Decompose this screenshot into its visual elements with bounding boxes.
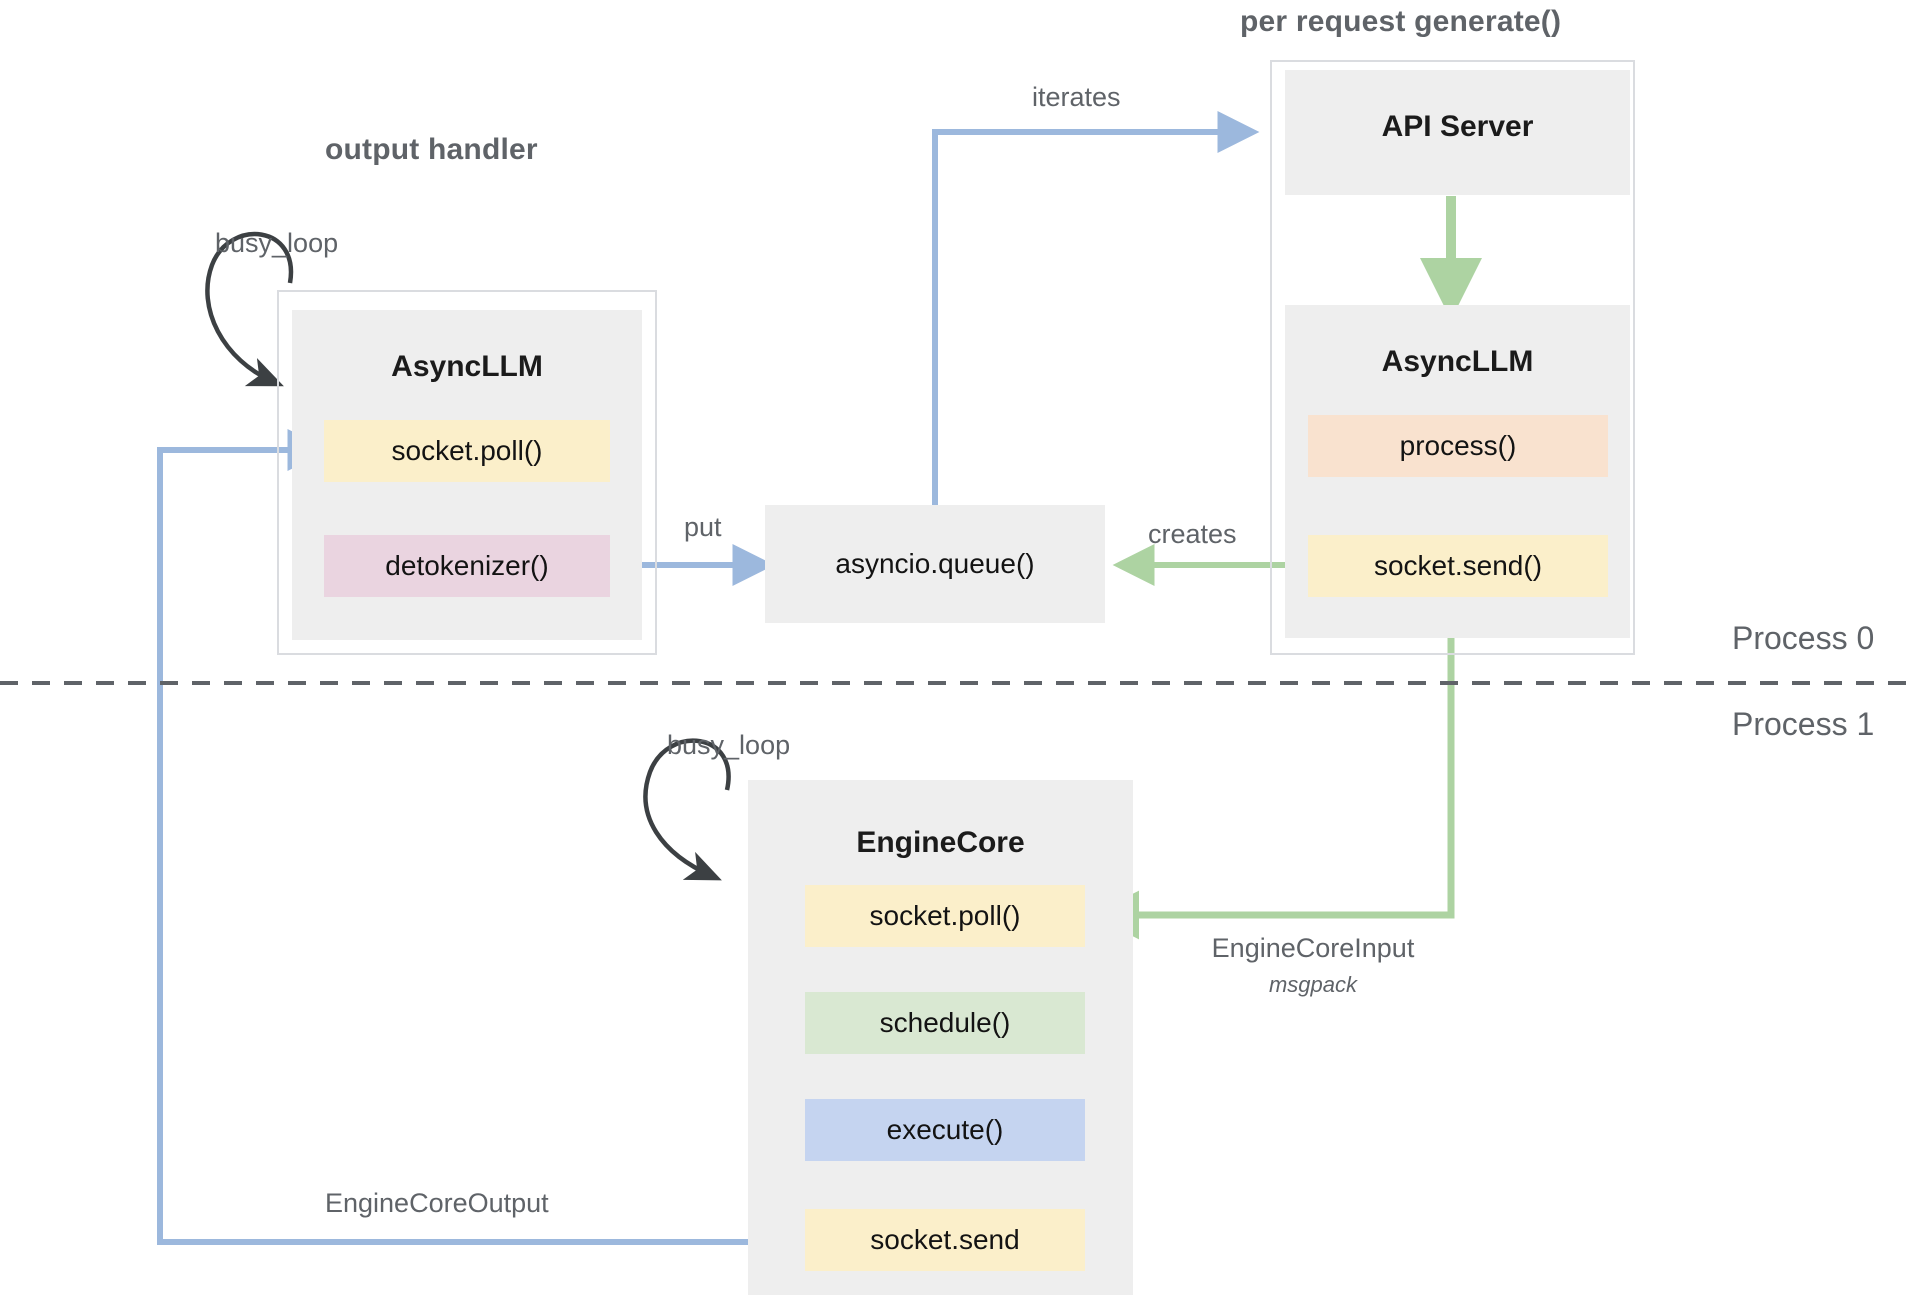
engine-core-output-label: EngineCoreOutput (325, 1188, 549, 1218)
busy-loop-label-enginecore: busy_loop (667, 730, 791, 760)
output-handler-frame (277, 290, 657, 655)
chip-socket-poll-output-handler[interactable]: socket.poll() (324, 420, 610, 482)
chip-detokenizer[interactable]: detokenizer() (324, 535, 610, 597)
chip-schedule[interactable]: schedule() (805, 992, 1085, 1054)
process-1-label: Process 1 (1732, 706, 1875, 742)
component-title-enginecore: EngineCore (856, 826, 1025, 859)
process-0-label: Process 0 (1732, 620, 1875, 656)
asyncio-queue-box[interactable]: asyncio.queue() (765, 505, 1105, 623)
chip-execute[interactable]: execute() (805, 1099, 1085, 1161)
component-title-asyncllm-right: AsyncLLM (1381, 345, 1534, 378)
put-label: put (684, 512, 722, 542)
per-request-generate-frame (1270, 60, 1635, 655)
iterates-label: iterates (1032, 82, 1121, 112)
engine-core-input-label: EngineCoreInput (1211, 933, 1415, 963)
chip-process[interactable]: process() (1308, 415, 1608, 477)
component-api-server: API Server (1285, 70, 1630, 195)
per-request-generate-title: per request generate() (1240, 5, 1562, 38)
chip-socket-poll-enginecore[interactable]: socket.poll() (805, 885, 1085, 947)
chip-socket-send-asyncllm[interactable]: socket.send() (1308, 535, 1608, 597)
iterates-arrow (932, 111, 1260, 505)
engine-core-input-sublabel-msgpack: msgpack (1268, 972, 1358, 997)
creates-label: creates (1148, 519, 1237, 549)
component-title-asyncllm: AsyncLLM (391, 350, 543, 383)
output-handler-title: output handler (325, 133, 538, 166)
busy-loop-label-asyncllm: busy_loop (215, 228, 339, 258)
chip-socket-send-enginecore[interactable]: socket.send (805, 1209, 1085, 1271)
component-title-api-server: API Server (1381, 110, 1534, 143)
